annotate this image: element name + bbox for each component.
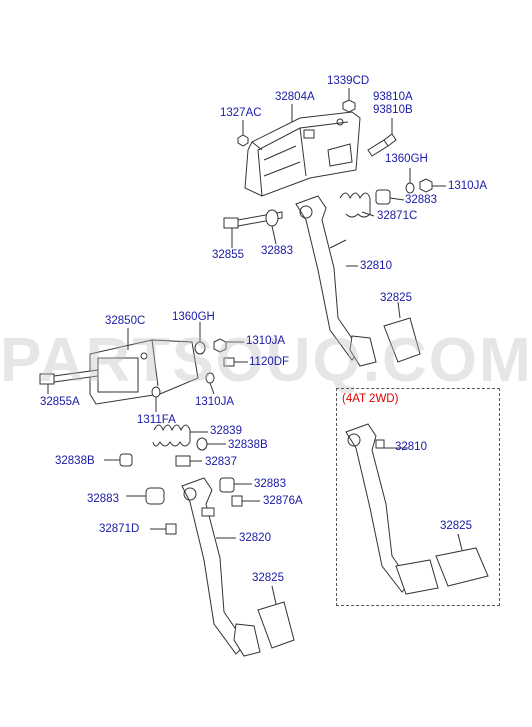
- label-32810-a[interactable]: 32810: [360, 260, 392, 272]
- bushing-32883-lower-right: [219, 477, 252, 493]
- bracket-32850C: [89, 328, 199, 405]
- label-32837[interactable]: 32837: [205, 456, 237, 468]
- bushing-32838B-mid: [196, 437, 226, 451]
- bushing-32876A: [231, 495, 260, 507]
- pedal-pad-32825-top: [383, 301, 421, 363]
- label-32883-d[interactable]: 32883: [87, 493, 119, 505]
- label-32838B-b[interactable]: 32838B: [55, 455, 95, 467]
- label-1327AC[interactable]: 1327AC: [220, 107, 262, 119]
- label-32850C[interactable]: 32850C: [105, 315, 146, 327]
- label-32871C[interactable]: 32871C: [377, 210, 418, 222]
- label-32855[interactable]: 32855: [212, 249, 244, 261]
- nut-1310JA-mid: [213, 338, 244, 353]
- bushing-32838B-left: [104, 453, 133, 467]
- nut-1311FA: [151, 386, 161, 412]
- label-1360GH-b[interactable]: 1360GH: [172, 311, 215, 323]
- label-32820[interactable]: 32820: [239, 532, 271, 544]
- label-32855A[interactable]: 32855A: [40, 396, 80, 408]
- bushing-32883-top-left: [265, 209, 279, 245]
- bolt-32855A: [39, 369, 99, 394]
- label-32825-b[interactable]: 32825: [252, 572, 284, 584]
- label-32804A[interactable]: 32804A: [275, 91, 315, 103]
- nut-1120DF: [223, 357, 248, 367]
- brake-pedal-32810: [295, 195, 377, 367]
- label-32839[interactable]: 32839: [210, 425, 242, 437]
- pedal-pad-32825-4at: [435, 533, 489, 587]
- label-32876A[interactable]: 32876A: [263, 495, 303, 507]
- label-32883-b[interactable]: 32883: [261, 245, 293, 257]
- label-32883-a[interactable]: 32883: [405, 194, 437, 206]
- label-1360GH-a[interactable]: 1360GH: [385, 153, 428, 165]
- washer-1360GH-top: [405, 168, 415, 194]
- label-1310JA-b[interactable]: 1310JA: [246, 335, 286, 347]
- bushing-32883-lower-left: [126, 487, 165, 505]
- bushing-32883-top-right: [375, 189, 405, 205]
- label-32810-b[interactable]: 32810: [395, 441, 427, 453]
- label-32838B[interactable]: 32838B: [228, 439, 268, 451]
- label-32825-c[interactable]: 32825: [440, 520, 472, 532]
- label-32825-a[interactable]: 32825: [380, 292, 412, 304]
- bolt-1310JA-low: [205, 372, 215, 395]
- nut-1327AC: [237, 120, 249, 147]
- watermark: PARTSOUQ.COM: [0, 326, 532, 395]
- clip-32837: [175, 455, 202, 467]
- label-32871D[interactable]: 32871D: [99, 523, 140, 535]
- nut-1339CD: [342, 88, 356, 113]
- label-1339CD[interactable]: 1339CD: [327, 75, 370, 87]
- brake-pedal-32810-4at: [345, 423, 439, 595]
- variant-4at-2wd-box: [336, 388, 500, 606]
- label-1311FA[interactable]: 1311FA: [137, 414, 176, 426]
- stop-lamp-switch-93810: [367, 118, 397, 157]
- variant-label: (4AT 2WD): [342, 393, 399, 405]
- nut-1310JA-top: [419, 178, 446, 193]
- spring-32839: [152, 424, 208, 447]
- label-93810B[interactable]: 93810B: [373, 104, 413, 116]
- spring-32871C: [339, 192, 375, 218]
- bushing-32871D: [150, 523, 177, 535]
- washer-1360GH-mid: [194, 322, 206, 355]
- pedal-pad-32825-lower: [257, 585, 295, 649]
- label-1310JA-c[interactable]: 1310JA: [195, 396, 235, 408]
- label-1120DF[interactable]: 1120DF: [249, 356, 290, 368]
- label-1310JA-a[interactable]: 1310JA: [448, 180, 488, 192]
- clutch-pedal-32820: [181, 477, 261, 657]
- bracket-32804A: [244, 111, 361, 197]
- label-93810A[interactable]: 93810A: [373, 91, 413, 103]
- label-32883-c[interactable]: 32883: [254, 478, 286, 490]
